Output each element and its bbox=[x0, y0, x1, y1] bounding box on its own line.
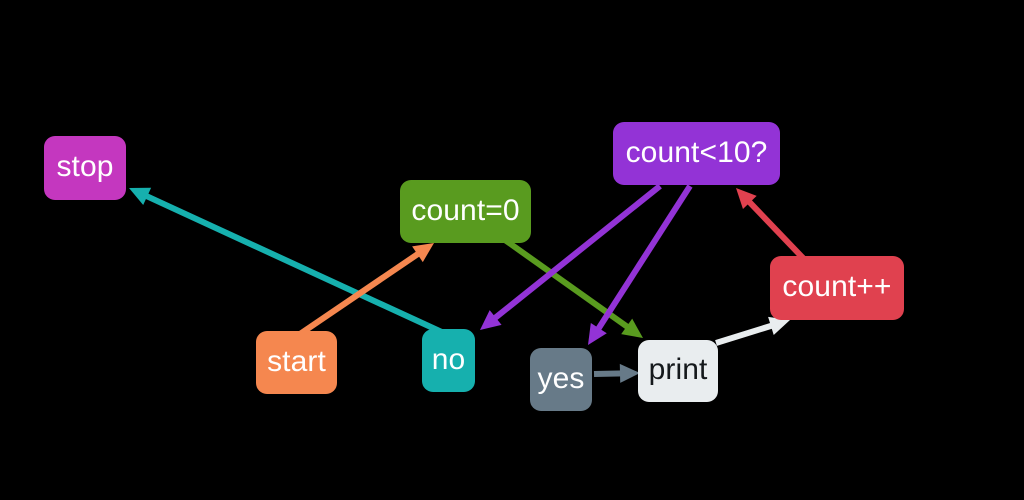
edge-countlt10-no-arrowhead bbox=[480, 310, 502, 330]
edge-start-count0-arrowhead bbox=[412, 243, 434, 263]
node-no-label: no bbox=[431, 342, 466, 376]
node-countpp-label: count++ bbox=[782, 270, 892, 303]
edge-print-countpp-line bbox=[715, 321, 776, 346]
edge-start-count0-line bbox=[298, 249, 423, 337]
edge-countpp-countlt10-arrowhead bbox=[736, 188, 757, 210]
node-no[interactable]: no bbox=[422, 329, 475, 392]
node-yes-label: yes bbox=[537, 361, 585, 395]
node-countlt10[interactable]: count<10? bbox=[613, 122, 780, 185]
edge-countlt10-no-line bbox=[490, 183, 662, 323]
edge-count0-print-line bbox=[503, 237, 632, 332]
edge-print-countpp-arrowhead bbox=[768, 316, 790, 336]
node-print[interactable]: print bbox=[638, 340, 718, 402]
edge-count0-print-arrowhead bbox=[621, 318, 643, 338]
edge-no-stop-arrowhead bbox=[129, 187, 152, 205]
edge-countlt10-yes-arrowhead bbox=[588, 323, 607, 345]
node-stop-label: stop bbox=[56, 150, 114, 183]
edge-no-stop-line bbox=[142, 191, 448, 337]
node-countpp[interactable]: count++ bbox=[770, 256, 904, 320]
node-stop[interactable]: stop bbox=[44, 136, 126, 200]
edge-start-count0 bbox=[298, 243, 434, 337]
node-countlt10-label: count<10? bbox=[625, 135, 768, 169]
edge-countlt10-yes bbox=[588, 184, 693, 345]
node-count0[interactable]: count=0 bbox=[400, 180, 531, 243]
edge-print-countpp bbox=[715, 316, 790, 346]
edge-yes-print-arrowhead bbox=[619, 363, 640, 383]
edge-yes-print bbox=[593, 363, 640, 383]
node-count0-label: count=0 bbox=[411, 193, 520, 227]
edge-no-stop bbox=[129, 187, 448, 337]
edge-countpp-countlt10-line bbox=[744, 197, 806, 261]
node-start-label: start bbox=[267, 344, 326, 378]
node-print-label: print bbox=[648, 353, 708, 386]
edge-countlt10-no bbox=[480, 183, 662, 330]
node-start[interactable]: start bbox=[256, 331, 337, 394]
edge-countpp-countlt10 bbox=[736, 188, 806, 261]
node-yes[interactable]: yes bbox=[530, 348, 592, 411]
edge-yes-print-line bbox=[593, 370, 625, 377]
edge-countlt10-yes-line bbox=[594, 184, 693, 334]
